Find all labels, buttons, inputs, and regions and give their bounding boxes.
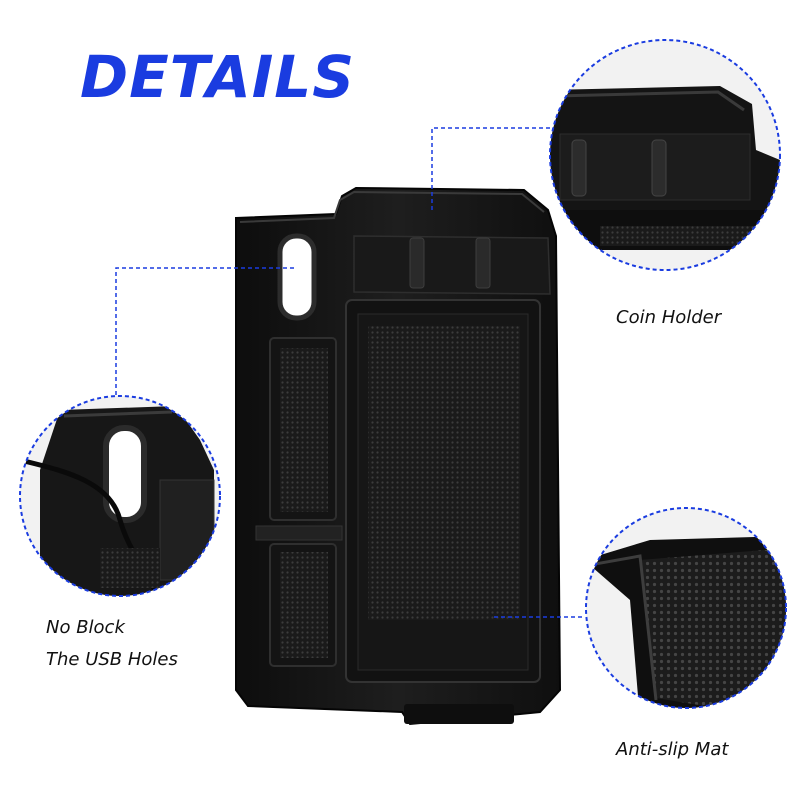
usb-hole-zoom — [19, 395, 221, 597]
coin-holder-zoom — [549, 39, 781, 271]
usb-label-line-2: The USB Holes — [46, 649, 178, 670]
callout-leader-lines — [115, 127, 584, 618]
anti-slip-mat-label: Anti-slip Mat — [616, 739, 729, 760]
usb-label-line-1: No Block — [46, 617, 125, 638]
anti-slip-mat-zoom — [585, 507, 787, 709]
armrest-organizer-tray — [235, 186, 562, 726]
coin-holder-label: Coin Holder — [616, 307, 722, 328]
usb-holes-label: No Block The USB Holes — [46, 612, 178, 676]
page-title: DETAILS — [80, 43, 356, 111]
